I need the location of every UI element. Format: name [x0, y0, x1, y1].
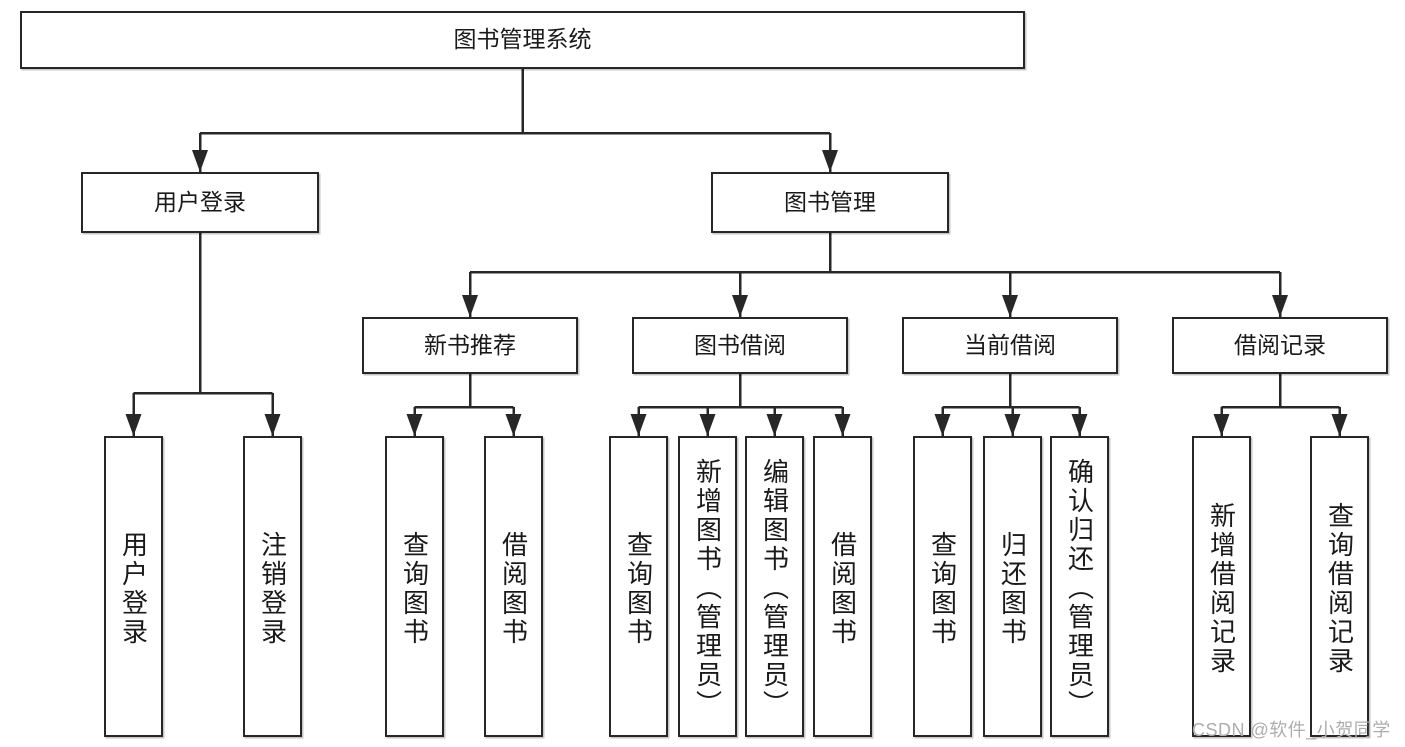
node-label: 查询图书 [927, 530, 958, 647]
node-leaf-borrow-book-1[interactable]: 借阅图书 [484, 436, 543, 737]
node-label: 用户登录 [118, 530, 149, 647]
node-current-borrow[interactable]: 当前借阅 [902, 317, 1118, 374]
node-label: 图书管理 [784, 188, 876, 215]
node-borrow-record[interactable]: 借阅记录 [1172, 317, 1388, 374]
node-leaf-confirm-return[interactable]: 确认归还（管理员） [1050, 436, 1109, 737]
node-leaf-return-book[interactable]: 归还图书 [983, 436, 1042, 737]
node-label: 编辑图书（管理员） [759, 458, 790, 719]
node-user-login[interactable]: 用户登录 [81, 172, 319, 233]
node-book-borrow[interactable]: 图书借阅 [632, 317, 848, 374]
node-label: 新增借阅记录 [1206, 501, 1237, 676]
node-label: 借阅记录 [1234, 331, 1326, 358]
node-label: 查询图书 [399, 530, 430, 647]
node-leaf-borrow-book-2[interactable]: 借阅图书 [813, 436, 872, 737]
node-book-manage[interactable]: 图书管理 [711, 172, 949, 233]
node-leaf-query-book-3[interactable]: 查询图书 [913, 436, 972, 737]
node-leaf-add-book[interactable]: 新增图书（管理员） [678, 436, 737, 737]
node-root[interactable]: 图书管理系统 [20, 11, 1025, 69]
node-label: 查询图书 [623, 530, 654, 647]
node-label: 当前借阅 [964, 331, 1056, 358]
node-label: 归还图书 [997, 530, 1028, 647]
node-label: 新增图书（管理员） [692, 458, 723, 719]
node-label: 借阅图书 [827, 530, 858, 647]
node-leaf-user-logout[interactable]: 注销登录 [243, 436, 302, 737]
node-new-book-rec[interactable]: 新书推荐 [362, 317, 578, 374]
node-label: 查询借阅记录 [1324, 501, 1355, 676]
csdn-watermark: CSDN @软件_小贺同学 [1192, 720, 1391, 740]
node-label: 用户登录 [154, 188, 246, 215]
node-leaf-query-book-2[interactable]: 查询图书 [609, 436, 668, 737]
node-label: 新书推荐 [424, 331, 516, 358]
node-label: 图书管理系统 [453, 26, 592, 53]
node-leaf-edit-book[interactable]: 编辑图书（管理员） [745, 436, 804, 737]
node-label: 图书借阅 [694, 331, 786, 358]
node-label: 注销登录 [257, 530, 288, 647]
node-label: 借阅图书 [498, 530, 529, 647]
node-leaf-user-login[interactable]: 用户登录 [104, 436, 163, 737]
node-leaf-add-record[interactable]: 新增借阅记录 [1192, 436, 1251, 737]
node-label: 确认归还（管理员） [1064, 458, 1095, 719]
node-leaf-query-record[interactable]: 查询借阅记录 [1310, 436, 1369, 737]
node-leaf-query-book-1[interactable]: 查询图书 [385, 436, 444, 737]
